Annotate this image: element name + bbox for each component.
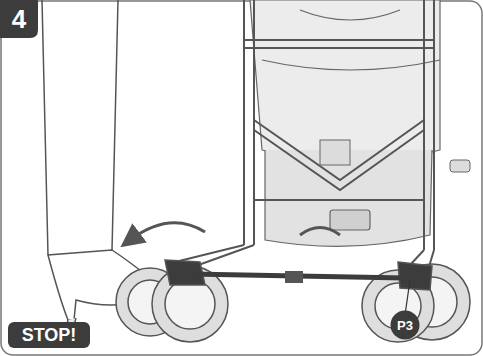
node-text: P3: [397, 318, 413, 333]
node-text: STOP!: [22, 325, 77, 346]
callout-number: P3: [390, 310, 420, 340]
frame-joint: [320, 140, 350, 165]
direction-arrow: [130, 223, 205, 240]
warning-label: STOP!: [8, 322, 90, 348]
node-text: 4: [12, 4, 26, 35]
step-number: 4: [0, 0, 38, 38]
shape-fill: [391, 311, 420, 340]
right-wheels: [362, 262, 470, 342]
frame-joint: [450, 160, 470, 172]
stroller-seat: [250, 0, 440, 246]
leader-line: [405, 280, 410, 315]
bar-clip: [285, 271, 303, 283]
shape-fill: [0, 0, 38, 38]
stroller-frame: [175, 0, 434, 270]
shape-fill: [8, 322, 90, 348]
